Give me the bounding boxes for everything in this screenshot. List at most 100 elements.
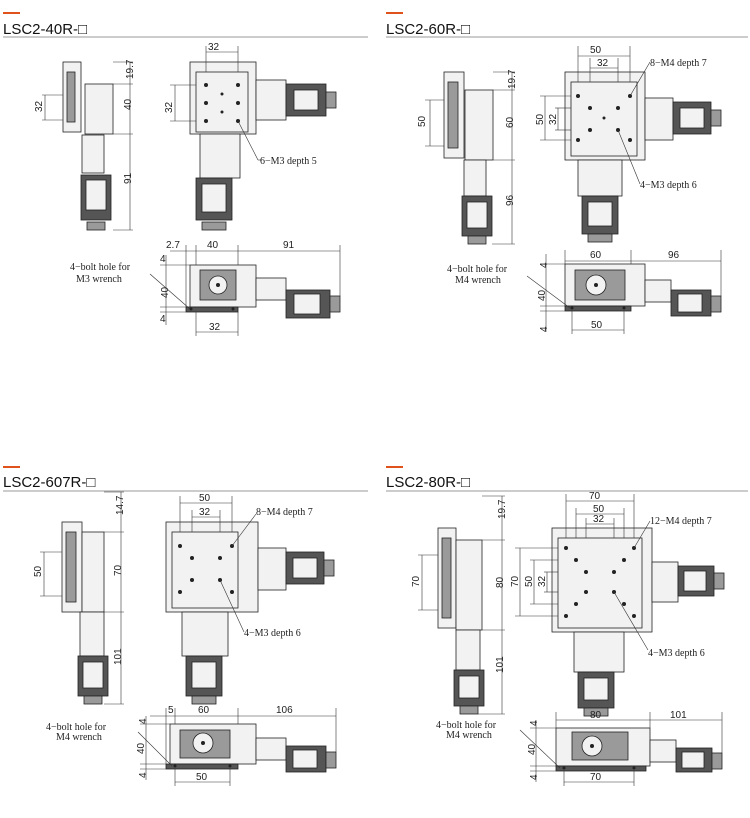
tap-hole xyxy=(236,83,240,87)
top-knob-cap xyxy=(587,233,613,243)
tap-hole xyxy=(588,128,592,132)
bottom-base-bottom-dim: 4 xyxy=(138,772,149,778)
bolt-hole xyxy=(231,307,235,311)
bottom-base-plate xyxy=(555,765,647,772)
tap-hole xyxy=(220,110,224,114)
top-motor-face xyxy=(292,557,318,579)
top-knob-face xyxy=(201,183,227,213)
bottom-body-dim: 60 xyxy=(590,250,602,261)
bottom-base-top-dim: 4 xyxy=(539,262,550,268)
title-accent-mark xyxy=(386,466,403,468)
bottom-motor-face xyxy=(292,749,318,769)
bottom-base-width-dim: 32 xyxy=(209,322,221,333)
side-knob-face xyxy=(458,675,480,699)
tap-hole-callout: 4−M3 depth 6 xyxy=(244,628,301,639)
top-view: 70 50 32 70 50 32 12−M4 depth 7 4−M3 dep… xyxy=(510,491,725,717)
tap-hole xyxy=(576,138,580,142)
side-knob-cap xyxy=(459,705,479,715)
bolt-hole xyxy=(570,306,574,310)
bolt-hole xyxy=(228,764,232,768)
side-view: 70 19.7 80 101 xyxy=(411,495,508,715)
side-height-dim: 50 xyxy=(33,565,44,577)
front-inner-dim: 32 xyxy=(548,113,559,125)
side-motor-bracket xyxy=(81,134,105,174)
bottom-height-dim: 40 xyxy=(527,743,538,755)
side-knob-face xyxy=(466,201,488,229)
side-motor-bracket xyxy=(455,629,481,671)
tap-hole xyxy=(204,83,208,87)
panel-title: LSC2-40R-□ xyxy=(3,21,87,38)
side-top-plate xyxy=(464,89,494,161)
tap-hole xyxy=(576,94,580,98)
tap-hole xyxy=(612,570,616,574)
top-knob-cap xyxy=(583,707,609,717)
top-motor-face xyxy=(679,107,705,129)
bottom-knob xyxy=(711,752,723,770)
tap-hole xyxy=(236,101,240,105)
side-top-plate xyxy=(455,539,483,631)
tap-hole xyxy=(574,558,578,562)
side-knob-face xyxy=(82,661,104,689)
tap-hole xyxy=(602,116,606,120)
side-knob-face xyxy=(85,179,107,211)
tap-hole xyxy=(588,106,592,110)
bolt-hole-callout-line2: M4 wrench xyxy=(56,732,102,743)
top-inner-dim: 32 xyxy=(199,507,211,518)
bottom-knob-dim: 106 xyxy=(276,705,293,716)
body-height-dim: 60 xyxy=(505,116,516,128)
bottom-view: 60 96 4 40 4 50 4−bolt hole for M4 wrenc… xyxy=(447,250,722,334)
bolt-hole xyxy=(632,766,636,770)
panel-lsc2-607r: LSC2-607R-□ 50 14.7 70 101 xyxy=(3,466,368,786)
tap-hole xyxy=(190,556,194,560)
tap-hole xyxy=(616,106,620,110)
bottom-view: 5 60 106 4 40 4 50 4−bolt hole for M4 wr… xyxy=(46,705,337,786)
bottom-knob xyxy=(325,751,337,769)
tap-hole xyxy=(564,546,568,550)
bottom-motor-mount xyxy=(255,277,287,301)
side-knob-cap xyxy=(83,695,103,705)
tap-hole xyxy=(220,92,224,96)
side-slide xyxy=(447,81,459,149)
bottom-rotor-center xyxy=(216,283,220,287)
body-height-dim: 80 xyxy=(495,576,506,588)
bottom-base-plate xyxy=(185,306,239,313)
top-offset-dim: 19.7 xyxy=(507,69,518,89)
bottom-height-dim: 40 xyxy=(136,742,147,754)
tap-holes-top-callout: 8−M4 depth 7 xyxy=(650,58,707,69)
top-plate xyxy=(195,71,249,133)
side-knob-cap xyxy=(467,235,487,245)
bottom-base-top-dim: 4 xyxy=(529,720,540,726)
bottom-base-width-dim: 50 xyxy=(196,772,208,783)
title-accent-mark xyxy=(386,12,403,14)
body-height-dim: 40 xyxy=(123,98,134,110)
bolt-hole-callout-line2: M4 wrench xyxy=(455,275,501,286)
knob-length-dim: 101 xyxy=(113,648,124,665)
side-view: 50 19.7 60 96 xyxy=(417,69,518,245)
bottom-base-plate xyxy=(564,305,632,312)
bottom-motor-mount xyxy=(649,739,677,763)
side-knob-cap xyxy=(86,221,106,231)
top-width-dim: 32 xyxy=(208,42,220,53)
bolt-hole-callout-line2: M3 wrench xyxy=(76,274,122,285)
tap-hole xyxy=(218,556,222,560)
top-inner2-dim: 32 xyxy=(593,514,605,525)
tap-hole xyxy=(628,138,632,142)
top-offset-dim: 14.7 xyxy=(115,495,126,515)
bottom-rotor-center xyxy=(594,283,598,287)
bottom-motor-face xyxy=(677,293,703,313)
knob-length-dim: 96 xyxy=(505,194,516,206)
bottom-base-top-dim: 4 xyxy=(138,718,149,724)
bottom-base-top-dim: 4 xyxy=(160,254,166,265)
bottom-plate xyxy=(179,729,231,759)
tap-hole xyxy=(204,119,208,123)
top-inner-dim: 50 xyxy=(593,504,605,515)
bolt-hole-callout-line2: M4 wrench xyxy=(446,730,492,741)
panel-title: LSC2-60R-□ xyxy=(386,21,470,38)
bottom-left-dim: 5 xyxy=(168,705,174,716)
bottom-knob xyxy=(329,295,341,313)
tap-hole xyxy=(190,578,194,582)
bottom-rotor-center xyxy=(590,744,594,748)
tap-hole-callout: 6−M3 depth 5 xyxy=(260,156,317,167)
